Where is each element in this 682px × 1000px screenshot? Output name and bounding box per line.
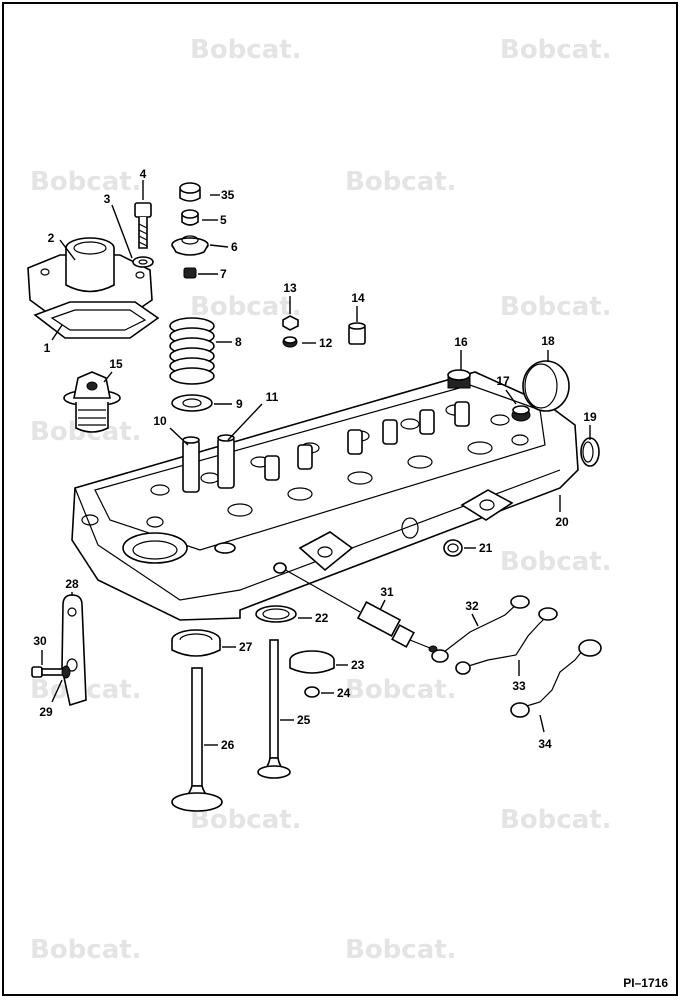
callout-28: 28 [65,577,79,591]
watermark: Bobcat. [345,167,457,197]
callout-18: 18 [541,334,555,348]
thermostat-gasket [33,301,160,339]
small-fittings [282,315,366,348]
callout-26: 26 [221,738,235,752]
plug-and-seals [171,539,463,657]
callout-9: 9 [236,397,243,411]
callout-5: 5 [220,213,227,227]
watermark: Bobcat. [30,167,142,197]
bolt-and-washer [132,202,154,268]
watermark: Bobcat. [30,935,142,965]
temperature-sensor [273,562,438,653]
callout-22: 22 [315,611,329,625]
callout-27: 27 [239,640,253,654]
callout-labels: 1 2 3 4 35 5 6 7 8 9 10 11 12 13 14 15 1… [33,167,597,752]
cylinder-head [71,371,579,621]
watermark: Bobcat. [190,292,302,322]
callout-30: 30 [33,634,47,648]
callout-33: 33 [512,679,526,693]
callout-31: 31 [380,585,394,599]
callout-14: 14 [351,291,365,305]
valve-caps [289,650,335,698]
callout-34: 34 [538,737,552,751]
watermark: Bobcat. [500,547,612,577]
watermark: Bobcat. [500,805,612,835]
callout-2: 2 [48,231,55,245]
callout-7: 7 [220,267,227,281]
watermark: Bobcat. [500,35,612,65]
callout-6: 6 [231,240,238,254]
callout-23: 23 [351,658,365,672]
exhaust-valve [171,667,223,812]
watermark: Bobcat. [190,35,302,65]
callout-12: 12 [319,336,333,350]
callout-29: 29 [39,705,53,719]
lifting-bracket [31,594,87,707]
injection-pipes [431,595,602,718]
callout-19: 19 [583,410,597,424]
watermark: Bobcat. [500,292,612,322]
intake-valve [257,639,291,779]
callout-3: 3 [104,192,111,206]
callout-32: 32 [465,599,479,613]
watermark: Bobcat. [345,935,457,965]
callout-21: 21 [479,541,493,555]
callout-1: 1 [44,341,51,355]
figure-reference: PI–1716 [623,976,668,990]
plugs-and-caps [447,360,600,467]
callout-8: 8 [235,335,242,349]
callout-24: 24 [337,686,351,700]
thermostat [63,371,121,433]
leader-lines [41,180,591,746]
callout-11: 11 [266,390,279,404]
callout-15: 15 [109,357,123,371]
watermark: Bobcat. [345,675,457,705]
callout-10: 10 [153,414,167,428]
callout-17: 17 [496,374,510,388]
valve-train [169,182,235,493]
callout-20: 20 [555,515,569,529]
callout-35: 35 [221,188,235,202]
callout-16: 16 [454,335,468,349]
callout-25: 25 [297,713,311,727]
callout-13: 13 [283,281,297,295]
callout-4: 4 [140,167,147,181]
